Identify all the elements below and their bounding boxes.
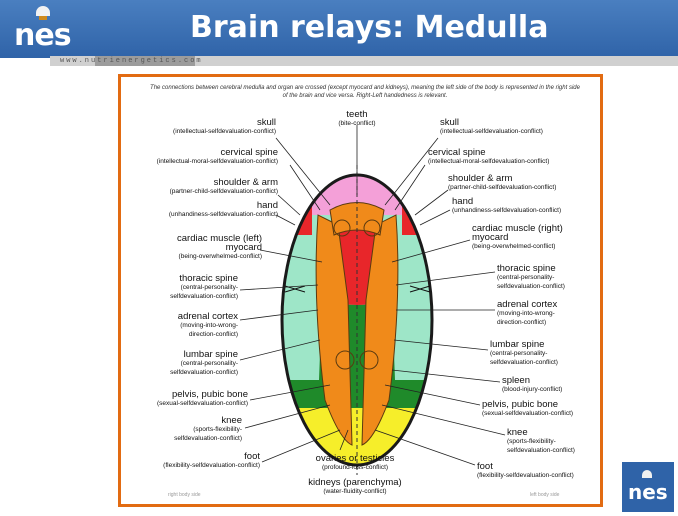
nes-logo-corner: nes <box>622 462 674 512</box>
label-right-shoulder-arm: shoulder & arm(partner-child-selfdevalua… <box>448 174 593 192</box>
label-right-cervical-spine: cervical spine(intellectual-moral-selfde… <box>428 148 593 166</box>
label-left-foot: foot(flexibility-selfdevaluation-conflic… <box>130 452 260 470</box>
label-right-thoracic-spine: thoracic spine(central-personality-selfd… <box>497 264 592 291</box>
label-left-cardiac-muscle: cardiac muscle (left)myocard(being-overw… <box>130 234 262 261</box>
label-kidneys: kidneys (parenchyma)(water-fluidity-conf… <box>295 478 415 496</box>
label-right-pelvis: pelvis, pubic bone(sexual-selfdevaluatio… <box>482 400 592 418</box>
label-left-cervical-spine: cervical spine(intellectual-moral-selfde… <box>130 148 278 166</box>
logo-corner-text: nes <box>628 480 668 504</box>
footer-left-body-side: left body side <box>530 492 559 498</box>
label-left-knee: knee(sports-flexibility-selfdevaluation-… <box>130 416 242 443</box>
label-left-pelvis: pelvis, pubic bone(sexual-selfdevaluatio… <box>130 390 248 408</box>
label-right-skull: skull(intellectual-selfdevaluation-confl… <box>440 118 590 136</box>
label-left-thoracic-spine: thoracic spine(central-personality-selfd… <box>130 274 238 301</box>
label-teeth: teeth(bite-conflict) <box>317 110 397 128</box>
label-left-skull: skull(intellectual-selfdevaluation-confl… <box>150 118 276 136</box>
label-right-lumbar-spine: lumbar spine(central-personality-selfdev… <box>490 340 590 367</box>
label-right-foot: foot(flexibility-selfdevaluation-conflic… <box>477 462 592 480</box>
label-right-cardiac-muscle: cardiac muscle (right)myocard(being-over… <box>472 224 592 251</box>
label-left-hand: hand(unhandiness-selfdevaluation-conflic… <box>130 201 278 219</box>
label-right-knee: knee(sports-flexibility-selfdevaluation-… <box>507 428 595 455</box>
label-right-adrenal-cortex: adrenal cortex(moving-into-wrong-directi… <box>497 300 592 327</box>
label-ovaries-testicles: ovaries or testicles(profound-loss-confl… <box>300 454 410 472</box>
label-left-shoulder-arm: shoulder & arm(partner-child-selfdevalua… <box>130 178 278 196</box>
label-left-adrenal-cortex: adrenal cortex(moving-into-wrong-directi… <box>130 312 238 339</box>
logo-dome-icon <box>642 470 652 478</box>
footer-right-body-side: right body side <box>168 492 201 498</box>
label-right-hand: hand(unhandiness-selfdevaluation-conflic… <box>452 197 592 215</box>
label-left-lumbar-spine: lumbar spine(central-personality-selfdev… <box>130 350 238 377</box>
label-right-spleen: spleen(blood-injury-conflict) <box>502 376 592 394</box>
